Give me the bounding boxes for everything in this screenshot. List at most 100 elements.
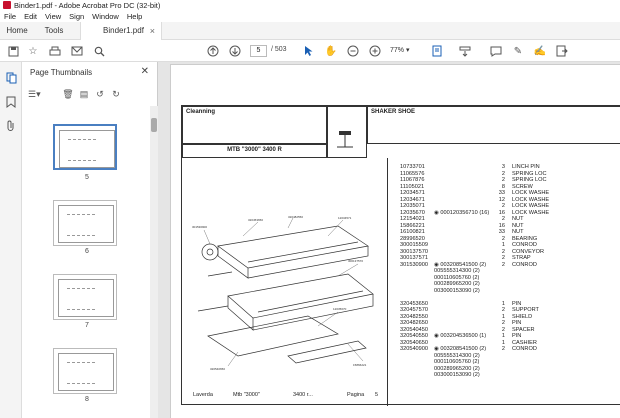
share-icon[interactable] [555,44,569,58]
menu-help[interactable]: Help [126,12,143,21]
part-code: 12035071 [400,203,425,209]
part-desc: PIN [512,320,522,326]
print-icon[interactable] [48,44,62,58]
rotate-left-icon[interactable]: ↺ [96,89,104,99]
menu-view[interactable]: View [45,12,62,21]
part-qty: 1 [501,339,505,346]
part-desc: CONROD [512,242,537,248]
svg-text:12035670: 12035670 [333,307,347,311]
chevron-down-icon: ▾ [405,47,410,54]
comment-icon[interactable] [489,44,503,58]
part-qty: 8 [501,183,505,190]
part-qty: 2 [501,320,505,326]
part-note: ◉ 003208541500 (2) [434,346,487,352]
part-code: 320482650 [400,320,428,326]
delete-icon[interactable]: 🗑 [62,89,74,99]
part-code: 12154021 [400,216,425,222]
scrollbar-thumb[interactable] [151,118,157,132]
zoom-select[interactable]: 77% ▾ [390,45,420,57]
menu-edit[interactable]: Edit [24,12,38,21]
svg-text:301530900: 301530900 [192,225,207,229]
insert-page-icon[interactable]: ▤ [79,89,89,99]
page-display-icon[interactable] [430,44,444,58]
zoom-value: 77% [390,47,405,54]
document-viewer[interactable]: Cleanning SHAKER SHOE MTB "3000" 3400 R [158,62,620,418]
column-divider [387,158,388,406]
close-icon[interactable]: ✕ [140,66,149,77]
close-icon[interactable]: × [149,26,155,36]
part-qty: 3 [501,164,505,170]
save-icon[interactable] [6,44,20,58]
part-qty: 2 [501,346,505,352]
zoom-in-icon[interactable] [368,44,382,58]
part-qty: 16 [498,209,505,216]
part-desc: SHIELD [512,313,533,320]
part-desc: BEARING [512,235,538,242]
star-icon[interactable]: ☆ [28,45,38,57]
part-code: 320482550 [400,313,428,320]
part-desc: NUT [512,216,524,222]
footer-page-number: 5 [375,392,379,398]
navigation-rail [0,62,22,418]
part-qty: 2 [501,177,505,183]
tab-document[interactable]: Binder1.pdf × [80,22,162,40]
title-bar: Binder1.pdf - Adobe Acrobat Pro DC (32-b… [0,0,620,11]
part-desc: CASHIER [512,339,537,346]
menu-file[interactable]: File [4,12,17,21]
part-qty-column: 3 2 2 8 33 12 2 16 2 16 33 2 1 2 2 2 [495,164,505,379]
page-down-icon[interactable] [228,44,242,58]
part-code: 320540450 [400,326,428,333]
highlight-pen-icon[interactable]: ✎ [513,45,523,57]
part-code: 300015509 [400,242,428,248]
thumbnail-page-6[interactable] [53,200,117,246]
part-desc: LINCH PIN [512,164,540,170]
page-up-icon[interactable] [206,44,220,58]
part-desc: NUT [512,229,524,235]
menu-window[interactable]: Window [92,12,119,21]
part-desc: NUT [512,222,524,229]
part-desc: LOCK WASHE [512,209,550,216]
thumbnail-page-8[interactable] [53,348,117,394]
thumbnail-label: 5 [85,174,89,181]
zoom-out-icon[interactable] [346,44,360,58]
thumbnail-tools: ☰▾ 🗑 ▤ ↺ ↻ [28,86,148,102]
menu-sign[interactable]: Sign [69,12,85,21]
thumbnail-page-5[interactable] [53,124,117,170]
part-desc: CONROD [512,346,537,352]
part-qty: 16 [498,222,505,229]
part-code: 320540900 [400,346,428,352]
window-title: Binder1.pdf - Adobe Acrobat Pro DC (32-b… [14,1,161,10]
sign-icon[interactable]: ✍ [533,45,547,57]
part-note: 000110605760 (2) [434,274,480,281]
part-qty: 1 [501,333,505,339]
tab-tools[interactable]: Tools [44,26,64,35]
thumbnail-label: 6 [85,248,89,255]
part-desc: LOCK WASHE [512,190,550,196]
footer-brand: Laverda [193,392,213,398]
tab-home[interactable]: Home [6,26,28,35]
rotate-right-icon[interactable]: ↻ [112,89,120,99]
part-code: 301530900 [400,261,428,268]
attachment-icon[interactable] [5,120,17,132]
svg-text:15866221: 15866221 [353,363,367,367]
footer-page-label: Pagina [347,392,365,398]
thumbnail-scrollbar[interactable] [150,106,158,418]
page-number-input[interactable]: 5 [250,45,267,57]
scroll-mode-icon[interactable] [458,44,472,58]
select-cursor-icon[interactable] [302,44,316,58]
page-thumbnails-icon[interactable] [5,72,17,84]
search-icon[interactable] [92,44,106,58]
email-icon[interactable] [70,44,84,58]
pdf-page: Cleanning SHAKER SHOE MTB "3000" 3400 R [170,64,620,418]
thumbnail-page-7[interactable] [53,274,117,320]
part-desc: SPRING LOC [512,177,547,183]
options-menu-icon[interactable]: ☰▾ [28,89,41,99]
bookmark-icon[interactable] [5,96,17,108]
thumbnail-image [58,353,114,391]
hand-tool-icon[interactable]: ✋ [324,45,338,57]
part-qty: 2 [501,326,505,333]
part-desc: CONROD [512,261,537,268]
thumbnail-label: 7 [85,322,89,329]
thumbnail-label: 8 [85,396,89,403]
